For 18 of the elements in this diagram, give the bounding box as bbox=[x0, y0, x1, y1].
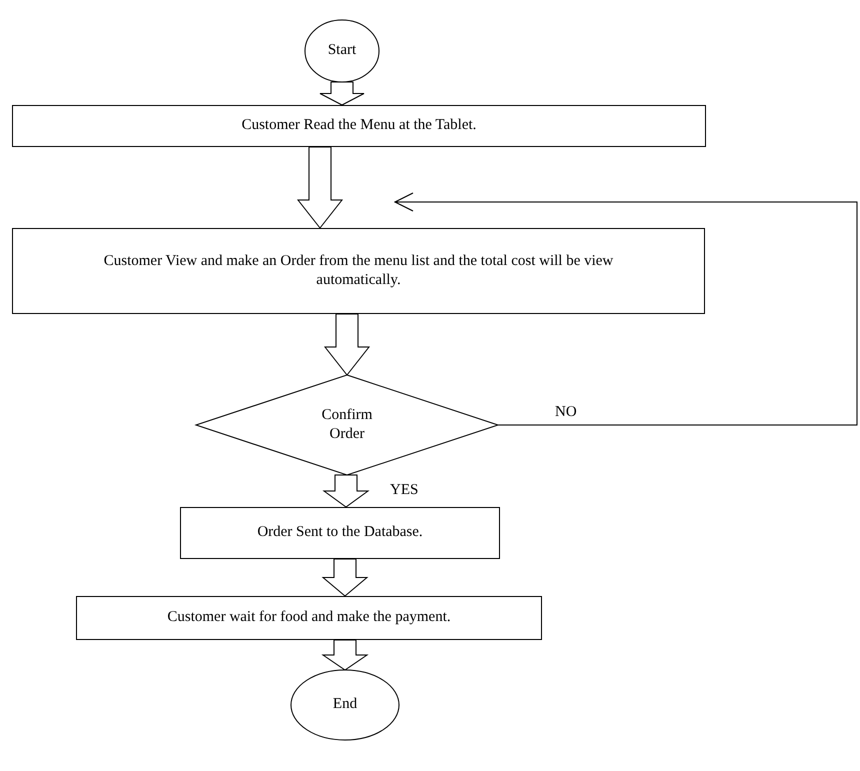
node-label: Customer Read the Menu at the Tablet. bbox=[242, 116, 476, 136]
process-box bbox=[12, 105, 706, 147]
node-label: Start bbox=[328, 41, 356, 60]
block-arrow bbox=[324, 314, 370, 376]
block-arrow bbox=[320, 82, 364, 106]
node-label: Confirm Order bbox=[320, 406, 374, 444]
node-label: Customer View and make an Order from the menu list and the total cost will be view automatically. bbox=[102, 252, 614, 290]
process-box bbox=[12, 228, 705, 314]
arrow bbox=[394, 192, 858, 426]
node-label: End bbox=[332, 695, 358, 714]
process-box bbox=[180, 507, 500, 559]
block-arrow bbox=[296, 146, 344, 229]
node-label: Order Sent to the Database. bbox=[257, 523, 423, 542]
block-arrow bbox=[321, 640, 369, 671]
block-arrow bbox=[322, 474, 370, 508]
block-arrow bbox=[322, 558, 368, 597]
process-box bbox=[76, 596, 542, 640]
node-label: Customer wait for food and make the payment. bbox=[167, 608, 451, 628]
